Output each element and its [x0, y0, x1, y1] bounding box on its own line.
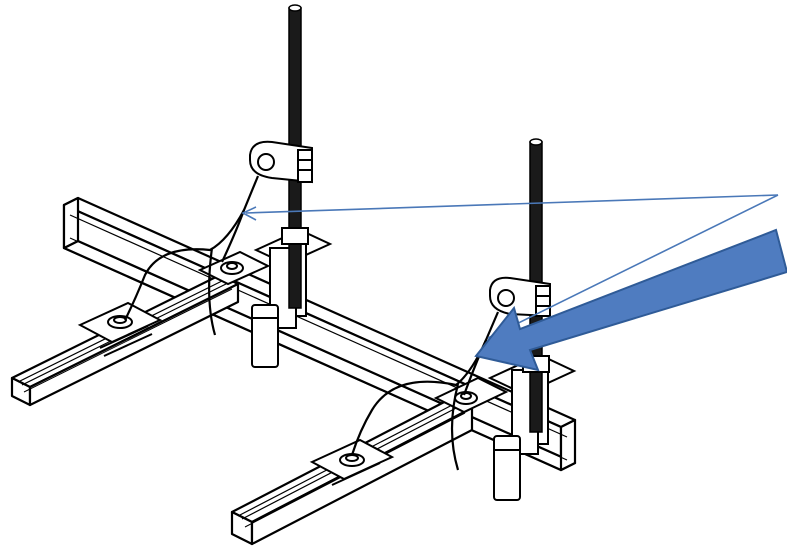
callout-line-icon	[241, 194, 779, 339]
seismic-cable-left	[124, 175, 260, 336]
thick-arrow-icon	[474, 228, 787, 372]
cross-channel-left	[10, 273, 240, 407]
rod-clamp-right	[489, 276, 551, 318]
channel-clip-2	[197, 250, 271, 286]
channel-clip-1	[77, 301, 163, 357]
channel-clip-3	[309, 438, 395, 486]
rod-clamp-left	[249, 140, 313, 184]
